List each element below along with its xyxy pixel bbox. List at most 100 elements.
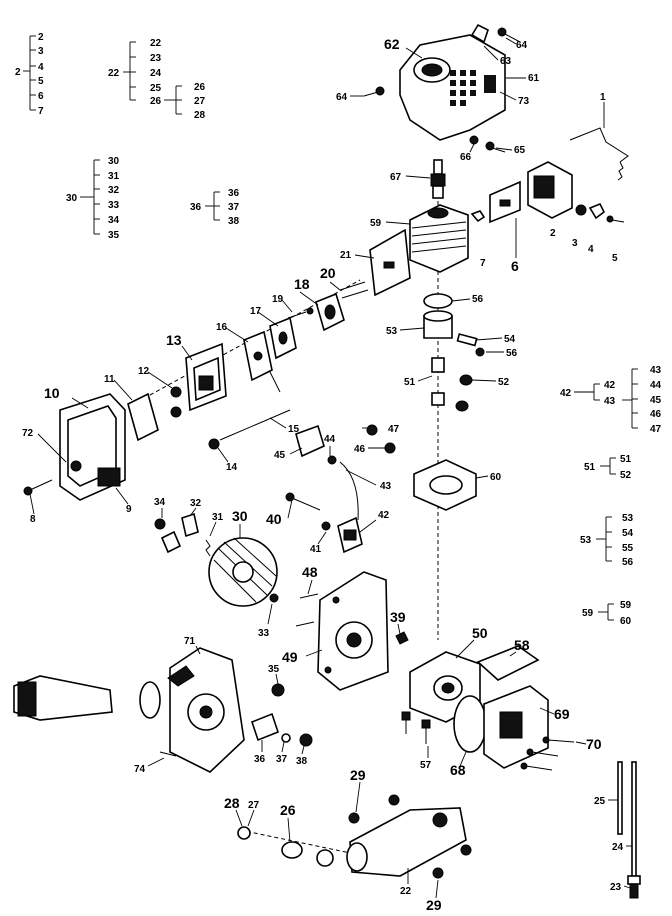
callout-40: 40 (266, 511, 282, 527)
piston-ring[interactable] (423, 293, 453, 309)
engine-cover[interactable] (399, 23, 506, 141)
connecting-rod-bearing[interactable] (431, 357, 445, 406)
assembly-parent-label: 36 (190, 202, 202, 213)
assembly-bracket (598, 603, 614, 621)
primer-bulb-clip[interactable] (395, 631, 409, 645)
ignition-coil-lead[interactable] (337, 516, 363, 554)
piston[interactable] (423, 310, 453, 339)
callout-31: 31 (212, 512, 224, 523)
cylinder[interactable] (409, 204, 469, 273)
grommet[interactable] (366, 424, 378, 436)
assembly-child-label: 43 (604, 396, 616, 407)
callout-36: 36 (254, 754, 266, 765)
assembly-child-label: 34 (108, 215, 120, 226)
assembly-child-label: 47 (650, 424, 662, 435)
fuel-line[interactable] (339, 461, 359, 521)
callout-67: 67 (390, 172, 402, 183)
ignition-screw[interactable] (470, 210, 486, 223)
cover-screw[interactable] (469, 135, 506, 153)
assembly-child-label: 28 (194, 110, 206, 121)
crankcase-gasket[interactable] (413, 459, 477, 511)
callout-8: 8 (30, 514, 36, 525)
air-filter-element[interactable] (127, 392, 159, 442)
muffler-gasket[interactable] (453, 695, 487, 753)
assembly-parent-label: 42 (560, 388, 572, 399)
starter-housing[interactable] (167, 647, 245, 773)
callout-35: 35 (268, 664, 280, 675)
crankcase-half[interactable] (317, 571, 389, 691)
bearing-shell[interactable] (459, 374, 473, 386)
callout-63: 63 (500, 56, 512, 67)
fuel-filter[interactable] (295, 424, 337, 465)
assembly-bracket (574, 368, 638, 429)
air-filter-cover[interactable] (59, 393, 126, 501)
bearing-shell[interactable] (455, 400, 469, 412)
cover-knob-screw[interactable] (23, 479, 53, 496)
callout-74: 74 (134, 764, 146, 775)
assembly-child-label: 60 (620, 616, 632, 627)
cover-screw[interactable] (497, 27, 521, 43)
muffler[interactable] (483, 685, 549, 769)
air-filter-base[interactable] (243, 330, 281, 393)
housing-screw[interactable] (460, 844, 472, 856)
carb-spacer-plate[interactable] (476, 645, 540, 681)
callout-42: 42 (378, 510, 390, 521)
assembly-parent-label: 30 (66, 193, 78, 204)
assembly-child-label: 36 (228, 188, 240, 199)
callout-61: 61 (528, 73, 540, 84)
callout-13: 13 (166, 332, 182, 348)
cover-screw[interactable] (363, 86, 385, 97)
cylinder-gasket[interactable] (369, 228, 411, 297)
ignition-gasket[interactable] (489, 180, 521, 224)
callout-39: 39 (390, 609, 406, 625)
flywheel-pawl[interactable] (160, 512, 199, 554)
drive-housing[interactable] (346, 807, 467, 877)
module-hardware[interactable] (575, 202, 625, 223)
flywheel[interactable] (208, 537, 278, 607)
housing-screw[interactable] (348, 812, 360, 824)
assembly-child-label: 3 (38, 46, 44, 57)
assembly-bracket (205, 191, 220, 221)
flywheel-nut[interactable] (154, 518, 166, 530)
callout-70: 70 (586, 736, 602, 752)
housing-screw[interactable] (432, 867, 444, 879)
drive-clutch[interactable] (237, 826, 334, 867)
assembly-child-label: 7 (38, 106, 44, 117)
assembly-child-label: 24 (150, 68, 162, 79)
callout-28: 28 (224, 795, 240, 811)
callout-57: 57 (420, 760, 432, 771)
assembly-parent-label: 53 (580, 535, 592, 546)
assembly-parent-label: 22 (108, 68, 120, 79)
manifold-screw[interactable] (287, 307, 314, 319)
drive-shaft[interactable] (617, 761, 641, 899)
grommet[interactable] (384, 442, 396, 454)
crankcase-screw[interactable] (285, 492, 321, 511)
breather-tube[interactable] (208, 409, 291, 450)
assembly-child-label: 52 (620, 470, 632, 481)
air-filter-housing[interactable] (185, 342, 227, 412)
piston-pin[interactable] (456, 333, 478, 347)
flywheel-washer[interactable] (269, 593, 279, 603)
assembly-child-label: 45 (650, 395, 662, 406)
starter-handle[interactable] (13, 675, 161, 721)
intake-screws[interactable] (339, 281, 369, 299)
lead-terminal[interactable] (321, 521, 331, 531)
intake-manifold[interactable] (315, 292, 345, 332)
callout-71: 71 (184, 636, 196, 647)
pawl-spring[interactable] (205, 539, 211, 557)
assembly-bracket (80, 159, 100, 235)
carb-screws[interactable] (401, 711, 431, 744)
housing-screw[interactable] (388, 794, 400, 806)
ignition-module[interactable] (527, 161, 573, 219)
callout-17: 17 (250, 306, 262, 317)
reed-plate[interactable] (269, 316, 297, 360)
callout-52: 52 (498, 377, 510, 388)
filter-hardware[interactable] (170, 386, 182, 418)
spark-plug[interactable] (430, 159, 446, 199)
muffler-bolts[interactable] (520, 736, 575, 771)
crankcase-bolt[interactable] (295, 593, 319, 627)
starter-pulley-parts[interactable] (251, 683, 313, 747)
stop-switch-wire[interactable] (569, 127, 629, 181)
starter-screw[interactable] (159, 751, 177, 757)
pin-clip[interactable] (475, 347, 485, 357)
